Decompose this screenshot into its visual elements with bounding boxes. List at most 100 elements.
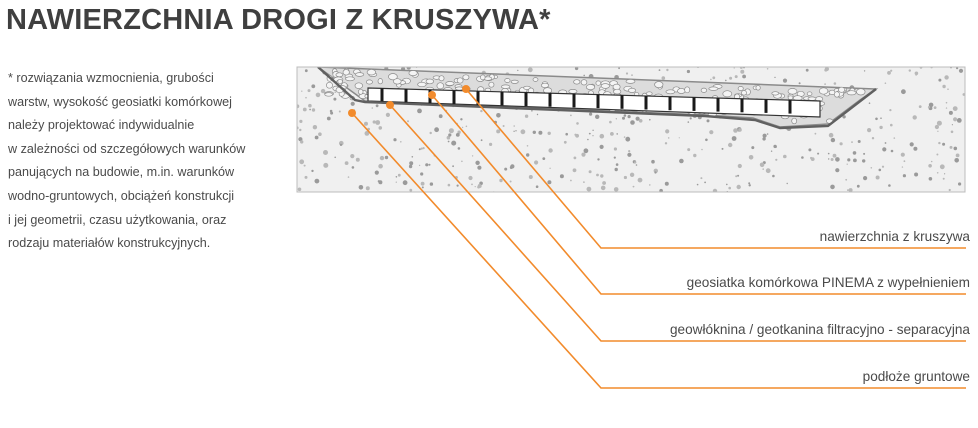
pebble [335,72,344,78]
soil-dot [586,186,592,192]
pebble [613,88,622,95]
soil-dot [307,89,311,93]
soil-dot [857,140,861,143]
soil-dot [928,164,932,168]
geocell-wall [788,100,792,114]
pebble [393,78,402,85]
soil-dot [527,67,533,73]
soil-dot [867,128,872,133]
soil-dot [762,168,764,170]
soil-dot [372,120,376,124]
soil-dot [364,131,370,136]
soil-dot [879,125,883,130]
soil-dot [614,167,618,172]
soil-dot [536,113,539,116]
soil-dot [420,181,425,186]
soil-dot [565,132,568,136]
pebble [595,80,602,86]
soil-dot [712,188,718,192]
soil-dot [842,115,846,119]
soil-dot [748,155,754,160]
pebble [771,91,780,96]
soil-dot [417,108,422,114]
soil-dot [934,124,940,130]
soil-dot [762,133,767,138]
soil-dot [311,84,316,89]
soil-dot [863,176,868,181]
soil-dot [587,138,589,141]
soil-dot [330,111,334,115]
soil-dot [733,128,738,133]
soil-dot [664,181,669,186]
soil-dot [452,165,454,168]
soil-dot [765,168,771,174]
note-line: rodzaju materiałów konstrukcyjnych. [8,236,211,251]
soil-dot [728,186,731,190]
soil-dot [409,161,414,166]
pebble [625,79,636,84]
soil-dot [651,159,655,164]
soil-dot [942,142,946,146]
pebble [833,91,840,98]
soil-dot [773,144,777,149]
soil-dot [623,175,628,180]
soil-dot [766,133,769,135]
soil-dot [613,187,619,192]
soil-dot [613,147,618,151]
geocell-wall [524,92,528,106]
soil-dot [881,165,885,168]
soil-dot [887,71,891,75]
soil-dot [933,106,937,109]
soil-dot [901,89,906,95]
soil-dot [468,175,473,181]
soil-dot [320,88,326,94]
soil-dot [938,141,941,145]
soil-dot [326,116,331,121]
soil-dot [581,152,586,157]
soil-dot [687,148,691,152]
soil-dot [951,124,954,126]
soil-dot [846,163,848,165]
soil-dot [890,149,894,153]
soil-dot [395,176,398,178]
soil-dot [583,181,585,184]
soil-dot [914,172,919,177]
soil-dot [421,186,424,189]
soil-dot [308,103,312,108]
note-line: w zależności od szczegółowych warunków [8,141,246,156]
pebble [787,95,794,100]
pebble [445,81,455,86]
soil-dot [510,164,515,169]
soil-dot [833,82,837,85]
soil-dot [429,182,434,186]
pebble [737,86,744,91]
soil-dot [948,110,953,115]
soil-dot [938,78,942,82]
soil-dot [704,181,706,184]
soil-dot [517,69,519,72]
soil-dot [952,106,958,111]
soil-dot [882,147,887,152]
soil-dot [355,157,360,162]
soil-dot [627,152,632,157]
soil-dot [678,137,680,139]
soil-dot [599,133,605,139]
soil-dot [457,147,461,150]
soil-dot [588,132,591,135]
pebble [532,77,539,82]
soil-dot [538,130,543,135]
soil-dot [375,120,381,125]
soil-dot [884,82,887,84]
pebble [540,82,550,88]
soil-dot [406,67,411,70]
leader-podloze [351,112,966,389]
leader-dot [462,85,470,93]
soil-dot [726,183,728,186]
soil-dot [597,158,600,161]
soil-dot [408,164,413,169]
soil-dot [465,125,468,128]
soil-dot [762,137,766,141]
soil-dot [847,189,849,191]
soil-dot [830,184,835,190]
soil-dot [302,107,307,112]
